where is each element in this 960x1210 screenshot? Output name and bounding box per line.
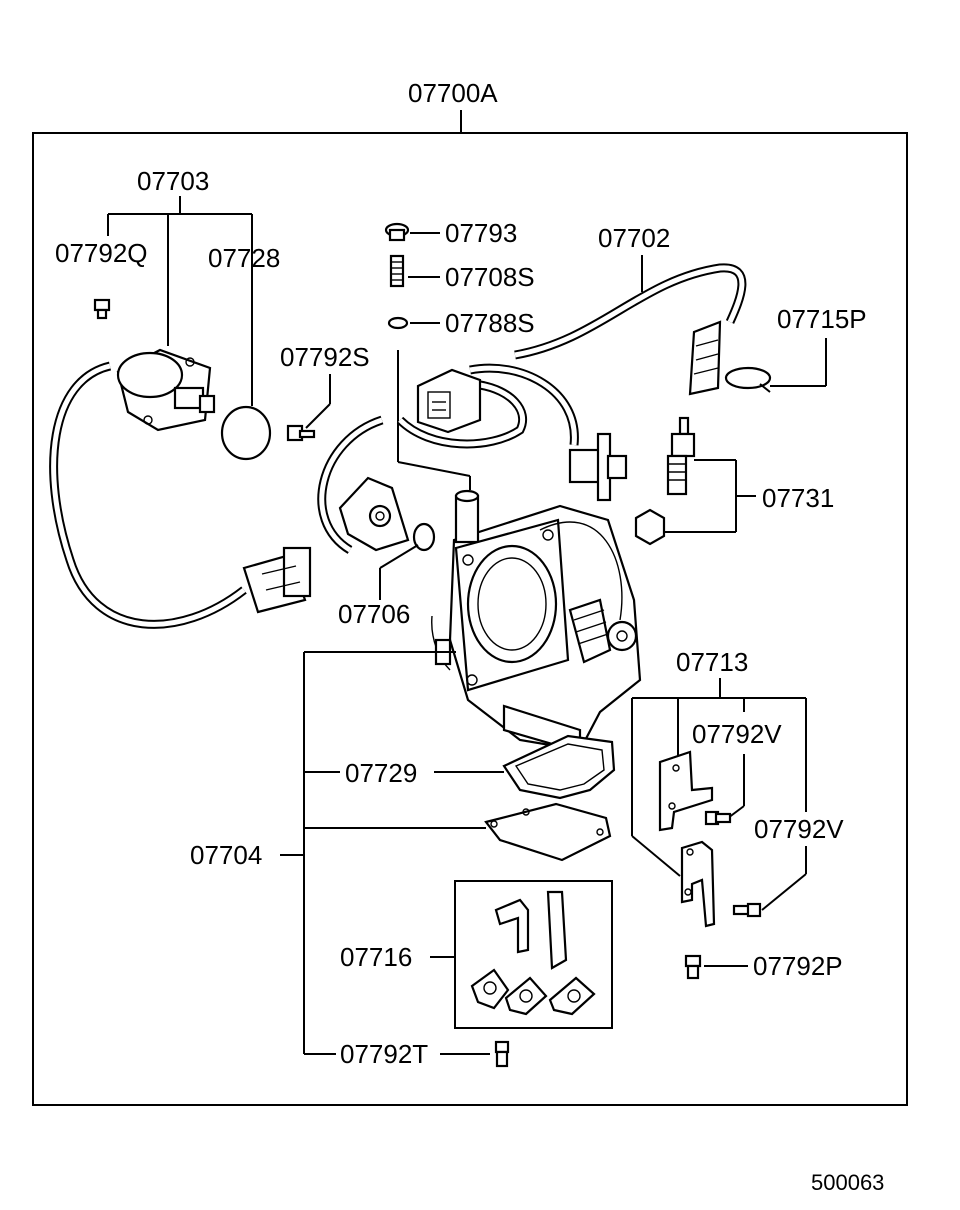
label-07708S[interactable]: 07708S xyxy=(445,262,535,292)
iac-connector xyxy=(242,546,312,614)
washer-07788S xyxy=(387,316,409,330)
harness-07702 xyxy=(396,263,747,449)
sensor-07702 xyxy=(688,320,722,396)
label-07728[interactable]: 07728 xyxy=(208,243,280,273)
assembly-frame xyxy=(32,132,908,1106)
label-07716[interactable]: 07716 xyxy=(340,942,412,972)
label-07706[interactable]: 07706 xyxy=(338,599,410,629)
gasket-07729 xyxy=(502,734,616,800)
label-07793[interactable]: 07793 xyxy=(445,218,517,248)
label-07792V-b[interactable]: 07792V xyxy=(754,814,844,844)
label-07729[interactable]: 07729 xyxy=(345,758,417,788)
screw-07792Q xyxy=(93,298,111,320)
label-07731[interactable]: 07731 xyxy=(762,483,834,513)
leader-07713 xyxy=(631,678,807,877)
leader-07704 xyxy=(280,651,504,1055)
screw-07792V-b xyxy=(732,902,762,918)
clips-07716 xyxy=(470,890,596,1016)
screw-07708S xyxy=(389,254,405,288)
label-07792T[interactable]: 07792T xyxy=(340,1039,428,1069)
screw-07792P xyxy=(684,954,702,980)
idle-air-control-valve xyxy=(116,348,216,432)
sensor-07731 xyxy=(666,416,696,496)
label-07715P[interactable]: 07715P xyxy=(777,304,867,334)
leader-07703 xyxy=(107,196,253,406)
label-07713[interactable]: 07713 xyxy=(676,647,748,677)
box-07716 xyxy=(454,880,613,1029)
clamp-07715P xyxy=(724,366,772,390)
screw-07792V-a xyxy=(704,810,732,826)
leader-07731 xyxy=(664,459,756,533)
throttle-position-sensor xyxy=(338,476,410,552)
cap-07793 xyxy=(384,222,410,242)
harness-connector xyxy=(416,368,482,434)
label-07702[interactable]: 07702 xyxy=(598,223,670,253)
plate-07704 xyxy=(484,802,612,862)
label-07788S[interactable]: 07788S xyxy=(445,308,535,338)
seal-07706 xyxy=(412,522,436,552)
label-07704[interactable]: 07704 xyxy=(190,840,262,870)
label-07792Q[interactable]: 07792Q xyxy=(55,238,148,268)
label-07700A[interactable]: 07700A xyxy=(408,78,498,108)
label-07792S[interactable]: 07792S xyxy=(280,342,370,372)
bracket-07713-lower xyxy=(680,840,716,928)
harness-bracket xyxy=(568,432,628,502)
bracket-07713-upper xyxy=(658,750,714,832)
label-07792P[interactable]: 07792P xyxy=(753,951,843,981)
o-ring-07728 xyxy=(220,405,272,461)
leader-07706 xyxy=(379,544,419,569)
drawing-number: 500063 xyxy=(811,1170,884,1195)
screw-07792T xyxy=(494,1040,510,1068)
nut-07731 xyxy=(634,508,666,546)
screw-07792S xyxy=(286,424,316,442)
throttle-body xyxy=(431,489,642,754)
label-07792V-a[interactable]: 07792V xyxy=(692,719,782,749)
label-07703[interactable]: 07703 xyxy=(137,166,209,196)
